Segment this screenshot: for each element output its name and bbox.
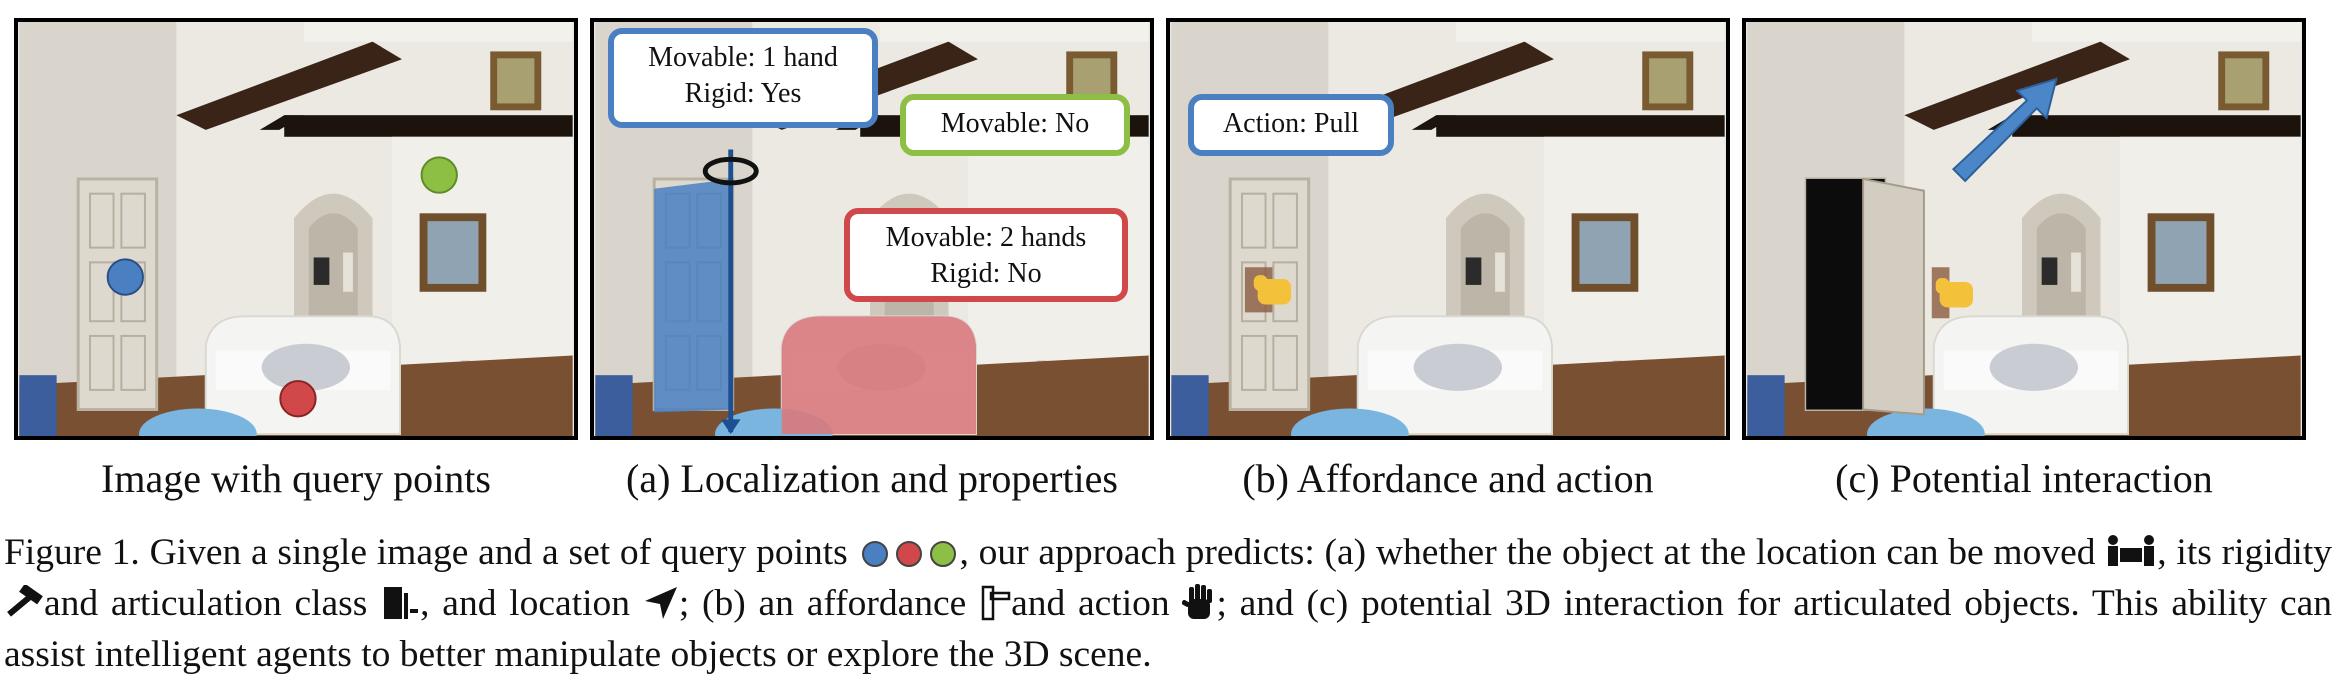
caption-part-1: Figure 1. Given a single image and a set…	[4, 532, 848, 573]
figure-caption: Figure 1. Given a single image and a set…	[4, 527, 2332, 680]
pull-hand-icon	[1935, 278, 1973, 308]
caption-b: (b) Affordance and action	[1242, 456, 1654, 501]
panel-localization: Movable: 1 hand Rigid: Yes Movable: No M…	[590, 18, 1154, 440]
panel-interaction	[1742, 18, 2306, 440]
query-point-blue	[106, 258, 144, 296]
blue-dot-icon	[861, 541, 888, 567]
door-icon	[384, 587, 419, 619]
red-movable: Movable: 2 hands	[885, 222, 1087, 253]
caption-part-8: ; and (c) potential 3D interaction for a…	[4, 583, 2332, 675]
location-arrow-icon	[644, 587, 677, 619]
green-movable: Movable: No	[940, 108, 1090, 139]
chair-mask	[781, 316, 976, 435]
caption-a: (a) Localization and properties	[626, 456, 1118, 501]
query-point-green	[420, 156, 458, 194]
blue-movable: Movable: 1 hand	[648, 42, 838, 73]
red-dot-icon	[895, 541, 922, 567]
interaction-arrow-icon	[1951, 77, 2058, 183]
pull-hand-icon	[1253, 275, 1292, 305]
moving-people-icon	[2108, 535, 2155, 566]
action-box: Action: Pull	[1188, 94, 1394, 156]
green-dot-icon	[929, 541, 956, 567]
caption-part-4: and articulation class	[44, 583, 368, 624]
action-label: Action: Pull	[1222, 108, 1360, 139]
scene-image	[18, 22, 574, 436]
scene-image	[1746, 22, 2302, 436]
label-box-green: Movable: No	[900, 94, 1130, 156]
scene-image	[1170, 22, 1726, 436]
rotation-arrow-icon	[702, 156, 759, 186]
panel-affordance: Action: Pull	[1166, 18, 1730, 440]
label-box-red: Movable: 2 hands Rigid: No	[844, 208, 1128, 302]
hand-icon	[1182, 584, 1213, 619]
label-box-blue: Movable: 1 hand Rigid: Yes	[608, 28, 878, 128]
panel-query-points	[14, 18, 578, 440]
caption-part-2: , our approach predicts: (a) whether the…	[959, 532, 2096, 573]
caption-c: (c) Potential interaction	[1835, 456, 2213, 501]
caption-part-5: , and location	[420, 583, 631, 624]
blue-rigid: Rigid: Yes	[684, 78, 802, 109]
opened-door	[1862, 177, 1925, 416]
door-mask	[654, 178, 733, 413]
red-rigid: Rigid: No	[930, 258, 1042, 289]
caption-part-7: and action	[1011, 583, 1170, 624]
scene-image	[594, 22, 1150, 436]
caption-query: Image with query points	[101, 456, 491, 501]
caption-part-3: , its rigidity	[2157, 532, 2333, 573]
caption-part-6: ; (b) an affordance	[678, 583, 967, 624]
door-handle-icon	[981, 585, 1011, 621]
hammer-icon	[7, 585, 43, 617]
query-point-red	[279, 380, 317, 418]
